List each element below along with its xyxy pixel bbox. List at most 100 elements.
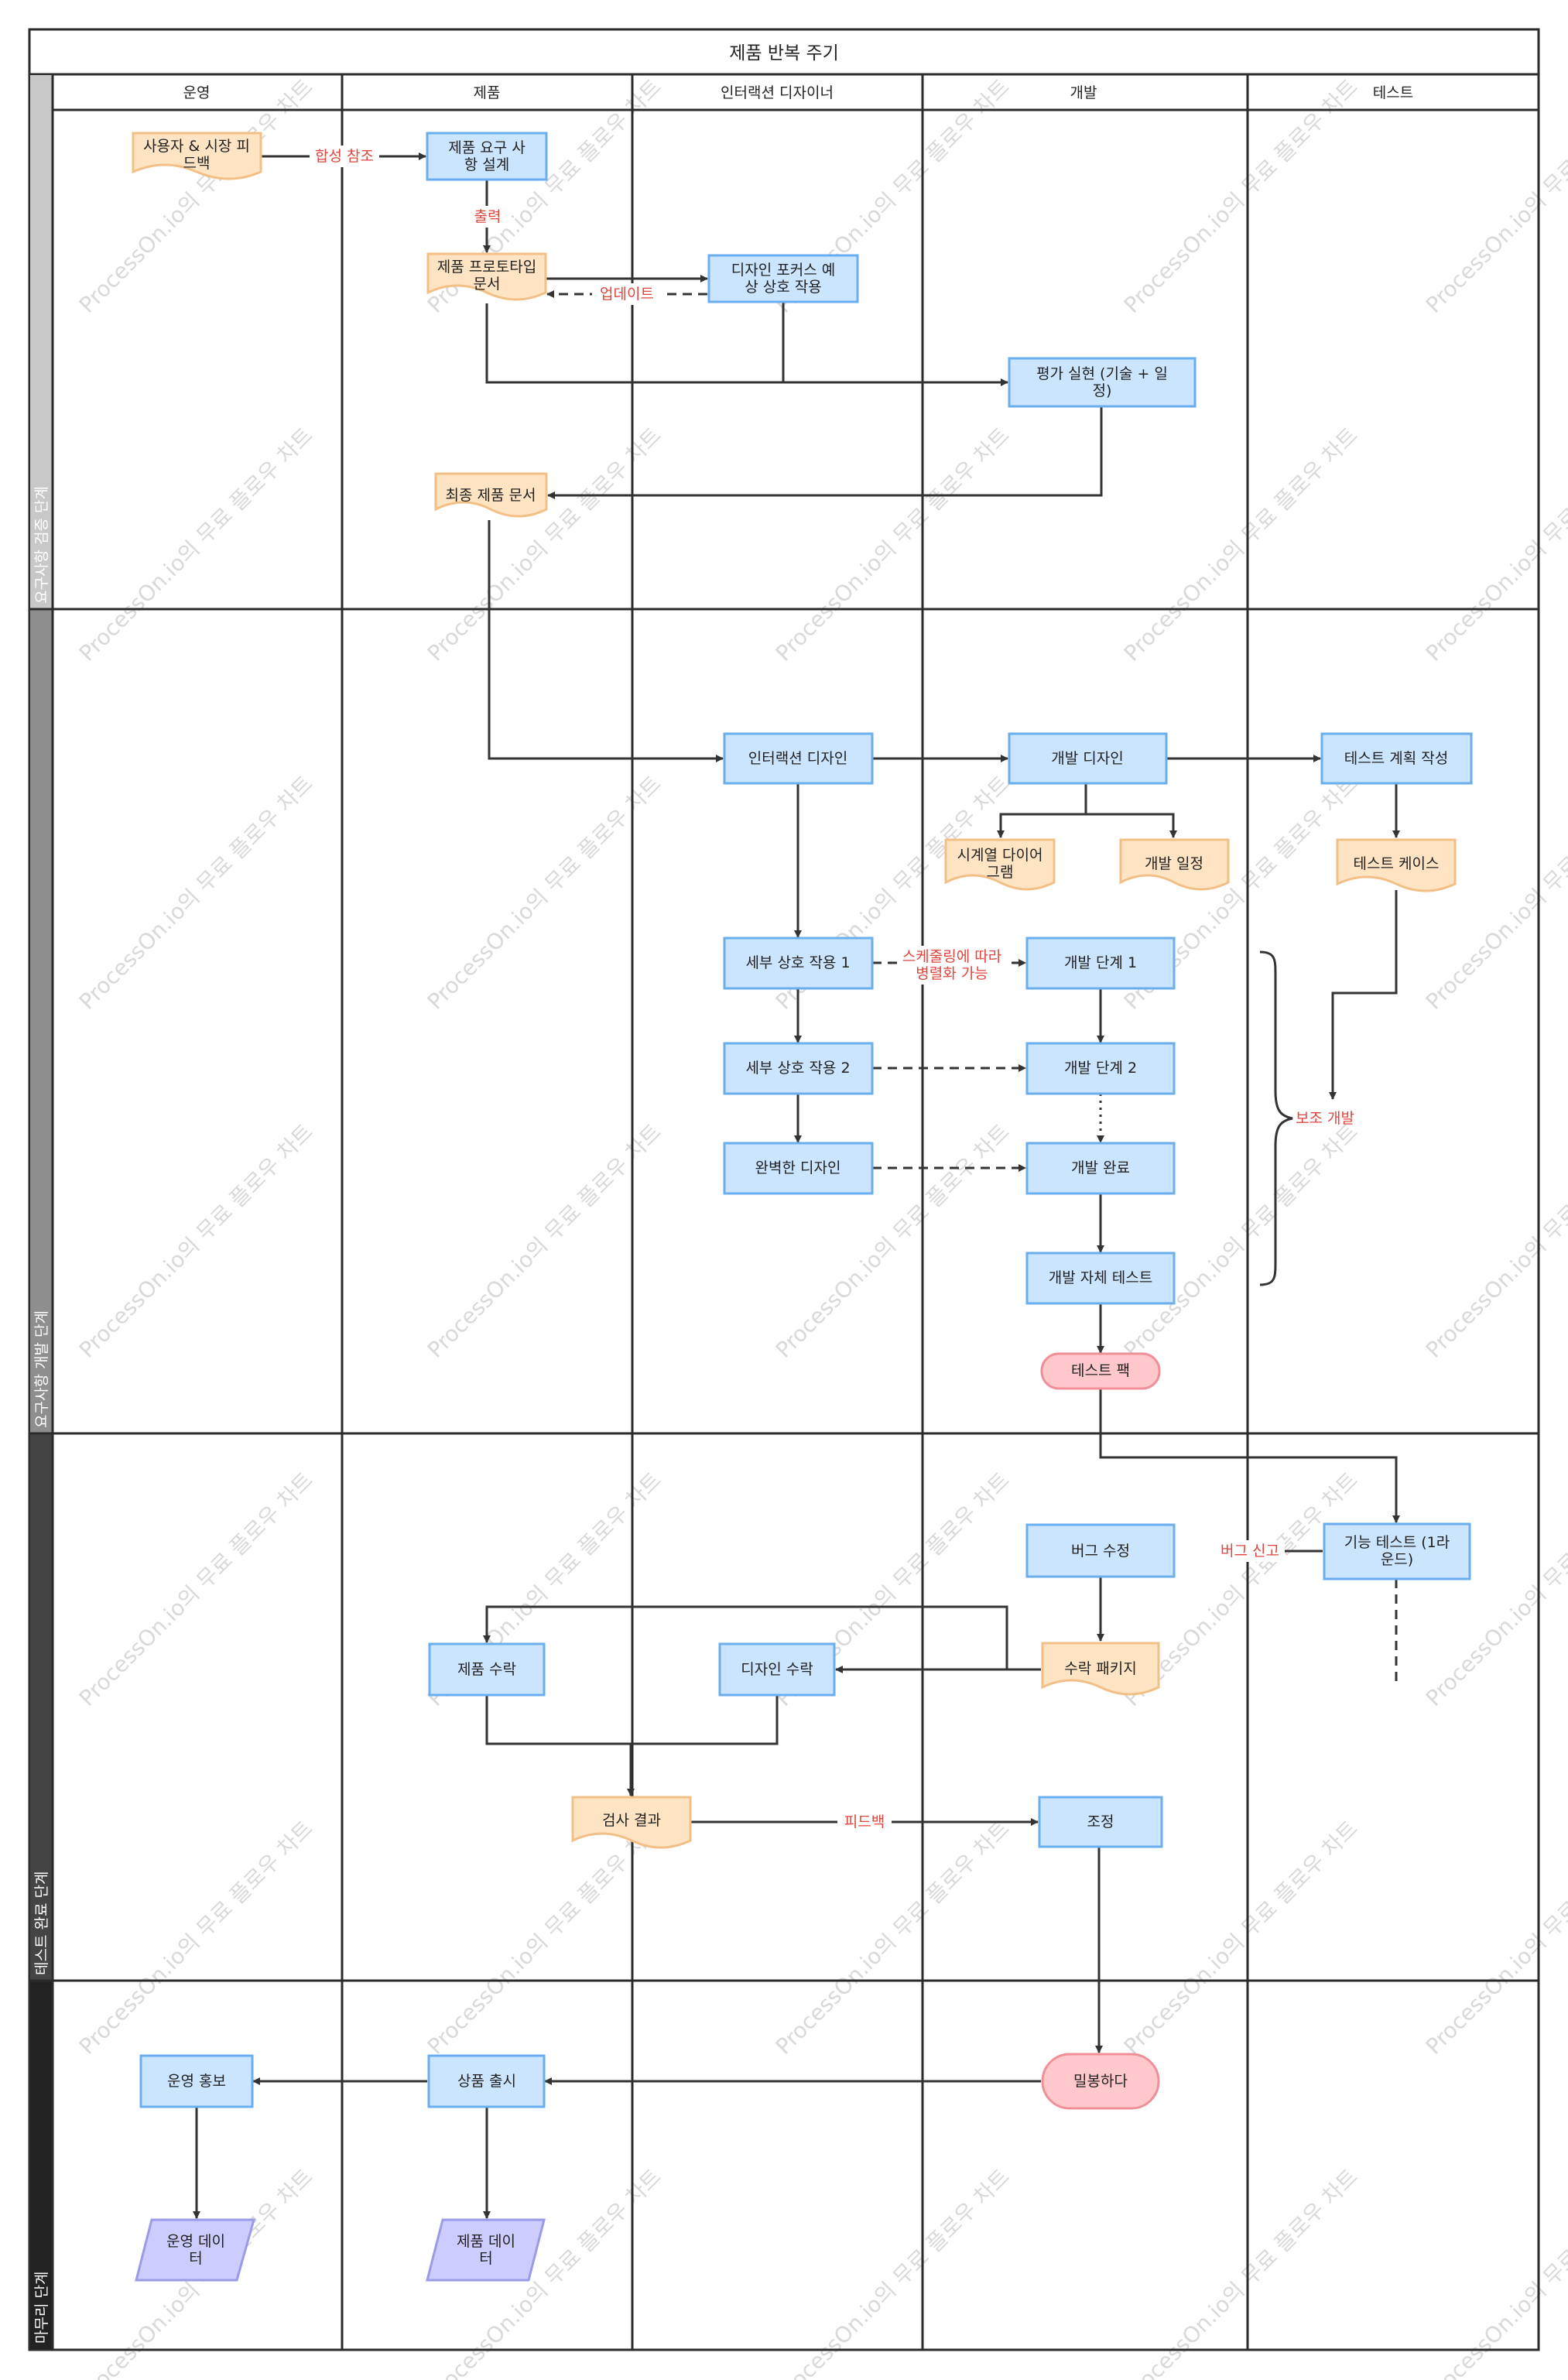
edge-package-to-product-accept (483, 1605, 1041, 1671)
node-perfect-design[interactable]: 완벽한 디자인 (723, 1142, 874, 1195)
node-interaction-design-label: 인터랙션 디자인 (748, 750, 847, 767)
watermark-text: ProcessOn.io의 무료 플로우 차트 (74, 1467, 318, 1711)
watermark-text: ProcessOn.io의 무료 플로우 차트 (74, 1816, 318, 2060)
edge-prototype-to-evaluation (485, 303, 1008, 386)
edge-testpack-to-functest (1099, 1389, 1400, 1523)
node-detail-1[interactable]: 세부 상호 작용 1 (723, 937, 874, 990)
diagram-frame (28, 28, 1540, 2351)
lane-header-development: 개발 (1070, 84, 1097, 101)
lane-header-interaction-designer: 인터랙션 디자이너 (721, 84, 834, 101)
edge-testcase-to-aux (1329, 890, 1398, 1100)
node-bug-fix[interactable]: 버그 수정 (1025, 1523, 1176, 1578)
node-adjust[interactable]: 조정 (1038, 1796, 1163, 1848)
watermark-text: ProcessOn.io의 무료 플로우 차트 (1119, 2164, 1363, 2380)
diagram-title: 제품 반복 주기 (729, 43, 839, 63)
node-dev-design[interactable]: 개발 디자인 (1008, 732, 1168, 785)
node-test-pack[interactable]: 테스트 팩 (1040, 1352, 1161, 1390)
phase-label-finish: 마무리 단계 (33, 2272, 50, 2344)
node-adjust-label: 조정 (1087, 1813, 1114, 1830)
node-release[interactable]: 상품 출시 (427, 2054, 546, 2108)
node-final-doc[interactable]: 최종 제품 문서 (434, 472, 548, 518)
node-dev-stage-2-label: 개발 단계 2 (1064, 1060, 1137, 1077)
node-test-plan[interactable]: 테스트 계획 작성 (1320, 732, 1473, 785)
node-dev-done-label: 개발 완료 (1071, 1159, 1130, 1176)
node-dev-stage-1-label: 개발 단계 1 (1064, 954, 1137, 971)
node-dev-stage-1[interactable]: 개발 단계 1 (1025, 937, 1176, 990)
node-seal[interactable]: 밀봉하다 (1041, 2053, 1160, 2110)
lane-grid (29, 74, 1539, 2350)
node-inspection[interactable]: 검사 결과 (571, 1796, 692, 1849)
watermark-text: ProcessOn.io의 무료 플로우 차트 (423, 423, 666, 666)
node-test-case[interactable]: 테스트 케이스 (1336, 838, 1457, 892)
phase-band-requirement-verification (30, 75, 53, 609)
node-dev-design-label: 개발 디자인 (1051, 750, 1123, 767)
watermark-text: ProcessOn.io의 무료 플로우 차트 (74, 423, 318, 666)
node-product-accept[interactable]: 제품 수락 (428, 1642, 546, 1697)
aux-dev-brace (1259, 950, 1293, 1286)
node-design-accept[interactable]: 디자인 수락 (718, 1642, 836, 1697)
watermark-text: ProcessOn.io의 무료 플로우 차트 (423, 771, 666, 1015)
phase-band-requirement-development (30, 609, 53, 1433)
node-dev-schedule[interactable]: 개발 일정 (1119, 838, 1230, 891)
node-interaction-design[interactable]: 인터랙션 디자인 (723, 732, 874, 785)
phase-band-test-completion (30, 1433, 53, 1981)
node-design-accept-label: 디자인 수락 (741, 1661, 813, 1678)
node-test-plan-label: 테스트 계획 작성 (1344, 750, 1448, 767)
node-bug-fix-label: 버그 수정 (1071, 1543, 1130, 1560)
watermark-text: ProcessOn.io의 무료 플로우 차트 (423, 1119, 666, 1363)
edge-final-to-interaction (488, 520, 724, 762)
watermark-text: ProcessOn.io의 무료 플로우 차트 (1421, 1467, 1568, 1711)
edge-product-accept-to-inspection (485, 1695, 635, 1796)
watermark-text: ProcessOn.io의 무료 플로우 차트 (1421, 2164, 1568, 2380)
edge-label-feedback: 피드백 (844, 1813, 885, 1830)
node-ops-promo-label: 운영 홍보 (167, 2073, 226, 2090)
edge-evaluation-to-final (547, 406, 1103, 499)
node-accept-package-label: 수락 패키지 (1064, 1660, 1136, 1677)
edge-label-output: 출력 (474, 208, 502, 225)
node-accept-package[interactable]: 수락 패키지 (1041, 1642, 1160, 1696)
phase-label-test-completion: 테스트 완료 단계 (33, 1871, 50, 1975)
node-dev-stage-2[interactable]: 개발 단계 2 (1025, 1042, 1176, 1095)
phase-band-finish (30, 1981, 53, 2349)
watermark-layer: ProcessOn.io의 무료 플로우 차트 ProcessOn.io의 무료 … (74, 74, 1568, 2380)
phase-label-requirement-verification: 요구사항 검증 단계 (33, 486, 50, 604)
watermark-text: ProcessOn.io의 무료 플로우 차트 (74, 1119, 318, 1363)
phase-bands: 요구사항 검증 단계 요구사항 개발 단계 테스트 완료 단계 마무리 단계 (30, 75, 53, 2349)
node-dev-self-test-label: 개발 자체 테스트 (1049, 1269, 1152, 1286)
node-dev-schedule-label: 개발 일정 (1145, 855, 1203, 872)
edge-label-aux-dev: 보조 개발 (1296, 1110, 1354, 1127)
lane-header-operations: 운영 (183, 84, 211, 101)
node-dev-self-test[interactable]: 개발 자체 테스트 (1025, 1252, 1176, 1305)
node-release-label: 상품 출시 (457, 2073, 516, 2090)
node-ops-promo[interactable]: 운영 홍보 (139, 2054, 254, 2108)
phase-label-requirement-development: 요구사항 개발 단계 (33, 1310, 50, 1428)
edge-label-update: 업데이트 (600, 286, 654, 303)
edge-devdesign-to-schedule (1086, 813, 1177, 838)
watermark-text: ProcessOn.io의 무료 플로우 차트 (771, 2164, 1015, 2380)
node-dev-done[interactable]: 개발 완료 (1025, 1142, 1176, 1195)
node-product-accept-label: 제품 수락 (457, 1661, 516, 1678)
node-detail-2[interactable]: 세부 상호 작용 2 (723, 1042, 874, 1095)
watermark-text: ProcessOn.io의 무료 플로우 차트 (1119, 423, 1363, 666)
watermark-text: ProcessOn.io의 무료 플로우 차트 (1421, 771, 1568, 1015)
edge-label-bug-report: 버그 신고 (1221, 1543, 1279, 1560)
